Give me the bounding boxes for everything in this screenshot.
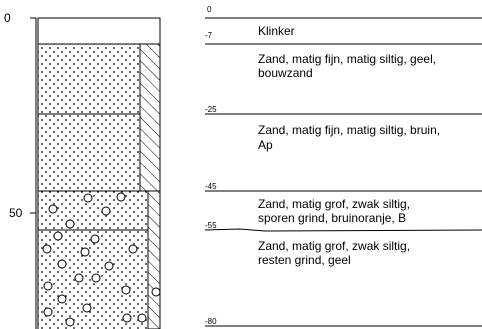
layer-description: sporen grind, bruinoranje, B [258, 211, 406, 225]
layer-sand-1 [38, 44, 140, 114]
depth-label: -7 [205, 31, 213, 40]
layer-description: Zand, matig grof, zwak siltig, [258, 239, 410, 253]
depth-scale: 0 50 [4, 11, 37, 329]
column-borders [37, 18, 161, 329]
layer-descriptions: Klinker Zand, matig fijn, matig siltig, … [258, 24, 440, 267]
scale-tick-label: 0 [4, 11, 11, 25]
layer-description: Zand, matig grof, zwak siltig, [258, 197, 410, 211]
depth-label: -25 [205, 105, 217, 114]
layer-description: resten grind, geel [258, 253, 351, 267]
layer-description: Ap [258, 138, 273, 152]
depth-label: 0 [207, 5, 212, 14]
scale-tick-label: 50 [9, 206, 23, 220]
soil-column [37, 17, 161, 329]
gravel-circles [42, 192, 161, 327]
hatch-upper [139, 43, 161, 192]
hatch-lower [147, 190, 161, 329]
layer-sand-2 [38, 114, 140, 191]
layer-description: Klinker [258, 24, 295, 38]
depth-labels: 0 -7 -25 -45 -55 -80 [205, 5, 217, 326]
depth-label: -55 [205, 221, 217, 230]
layer-description: Zand, matig fijn, matig siltig, bruin, [258, 123, 440, 137]
depth-label: -45 [205, 182, 217, 191]
layer-description: bouwzand [258, 66, 313, 80]
layer-description: Zand, matig fijn, matig siltig, geel, [258, 52, 436, 66]
depth-label: -80 [205, 317, 217, 326]
layer-klinker [37, 17, 161, 45]
description-lines [204, 17, 482, 327]
